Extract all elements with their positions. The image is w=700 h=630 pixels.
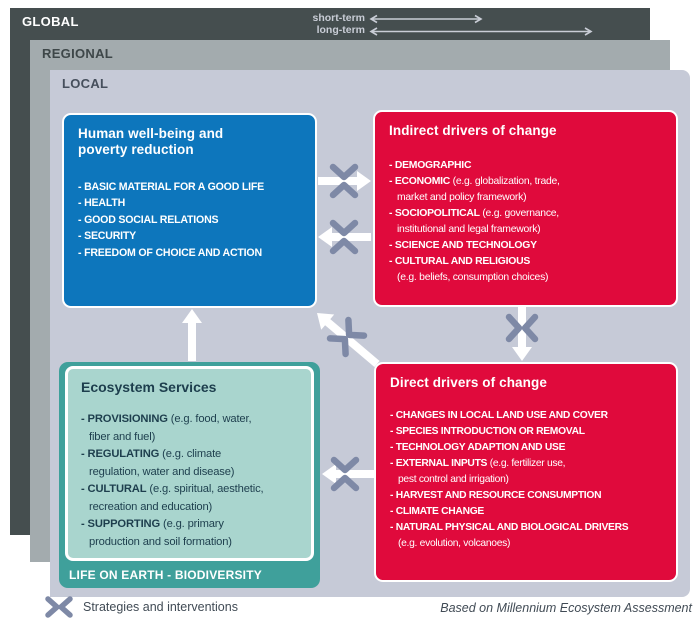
list-item: - BASIC MATERIAL FOR A GOOD LIFE (78, 180, 265, 193)
attribution-text: Based on Millennium Ecosystem Assessment (440, 601, 692, 615)
box-title: Direct drivers of change (390, 375, 547, 390)
box-title: Indirect drivers of change (389, 123, 557, 138)
list-item: - DEMOGRAPHIC (389, 160, 472, 172)
list-item: - TECHNOLOGY ADAPTION AND USE (390, 442, 566, 454)
list-item: - EXTERNAL INPUTS (e.g. fertilizer use, … (390, 458, 566, 486)
list-item: - SCIENCE AND TECHNOLOGY (389, 240, 537, 252)
list-item: - ECONOMIC (e.g. globalization, trade, m… (389, 176, 560, 204)
box-items: - PROVISIONING (e.g. food, water, fiber … (68, 411, 311, 551)
list-item: - CULTURAL AND RELIGIOUS (e.g. beliefs, … (389, 256, 549, 284)
list-item: - REGULATING (e.g. climate regulation, w… (81, 448, 235, 478)
direct-drivers-box: Direct drivers of change - CHANGES IN LO… (374, 362, 678, 582)
list-item: - CULTURAL (e.g. spiritual, aesthetic, r… (81, 483, 264, 513)
regional-label: REGIONAL (42, 46, 114, 61)
box-title: Ecosystem Services (81, 379, 217, 395)
global-label: GLOBAL (22, 14, 79, 29)
list-item: - FREEDOM OF CHOICE AND ACTION (78, 246, 262, 259)
local-label: LOCAL (62, 76, 109, 91)
ecosystem-services-box: Ecosystem Services - PROVISIONING (e.g. … (59, 362, 320, 588)
box-items: - DEMOGRAPHIC - ECONOMIC (e.g. globalizat… (375, 158, 676, 286)
converging-arrows-icon (45, 596, 73, 618)
legend-label: Strategies and interventions (83, 600, 238, 614)
list-item: - GOOD SOCIAL RELATIONS (78, 213, 219, 226)
list-item: - SECURITY (78, 230, 137, 243)
biodiversity-band-label: LIFE ON EARTH - BIODIVERSITY (69, 568, 262, 582)
box-items: - CHANGES IN LOCAL LAND USE AND COVER - S… (376, 408, 676, 552)
list-item: - HARVEST AND RESOURCE CONSUMPTION (390, 490, 602, 502)
list-item: - CHANGES IN LOCAL LAND USE AND COVER (390, 410, 608, 422)
list-item: - CLIMATE CHANGE (390, 506, 484, 518)
indirect-drivers-box: Indirect drivers of change - DEMOGRAPHIC… (373, 110, 678, 307)
list-item: - SPECIES INTRODUCTION OR REMOVAL (390, 426, 585, 438)
list-item: - PROVISIONING (e.g. food, water, fiber … (81, 413, 252, 443)
long-term-label: long-term (316, 24, 365, 36)
list-item: - SOCIOPOLITICAL (e.g. governance, insti… (389, 208, 559, 236)
list-item: - SUPPORTING (e.g. primary production an… (81, 518, 232, 548)
ecosystem-services-inner-box: Ecosystem Services - PROVISIONING (e.g. … (65, 366, 314, 561)
box-items: - BASIC MATERIAL FOR A GOOD LIFE - HEALTH… (64, 179, 315, 262)
box-title: Human well-being and poverty reduction (78, 126, 224, 158)
legend: Strategies and interventions (44, 596, 238, 618)
list-item: - HEALTH (78, 197, 126, 210)
human-wellbeing-box: Human well-being and poverty reduction -… (62, 113, 317, 308)
list-item: - NATURAL PHYSICAL AND BIOLOGICAL DRIVER… (390, 522, 629, 550)
short-term-label: short-term (312, 12, 365, 24)
